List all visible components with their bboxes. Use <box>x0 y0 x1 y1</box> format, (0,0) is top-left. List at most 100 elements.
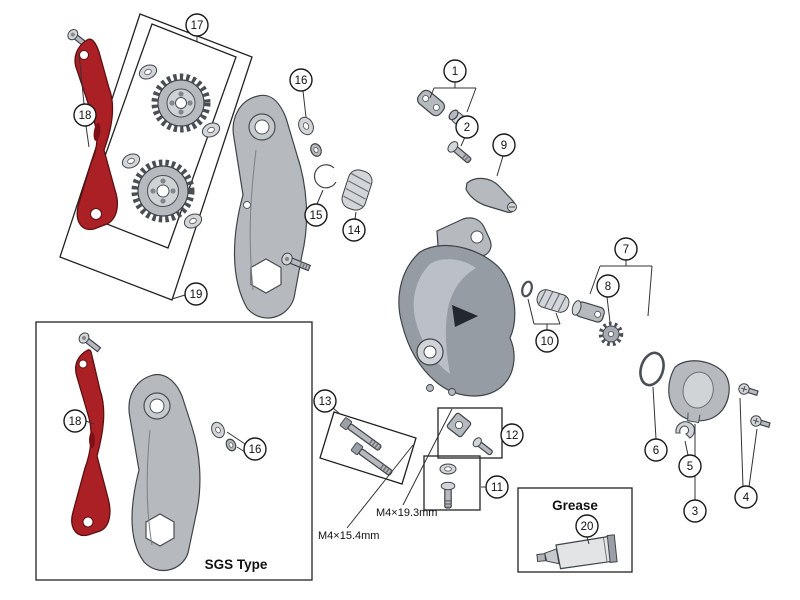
callout-20: 20 <box>575 514 599 538</box>
svg-text:13: 13 <box>319 396 332 408</box>
svg-text:3: 3 <box>692 506 698 518</box>
grease-tube-icon <box>536 534 618 570</box>
svg-text:1: 1 <box>452 66 458 78</box>
svg-text:15: 15 <box>310 210 323 222</box>
stopper-plate <box>446 412 472 438</box>
dimension-leader-short <box>346 444 414 529</box>
box-item-17 <box>83 23 237 249</box>
svg-text:18: 18 <box>69 416 82 428</box>
washer-icon <box>439 463 457 475</box>
tension-spring <box>536 289 570 313</box>
mount-bolt-short <box>350 442 393 476</box>
callout-13: 13 <box>313 389 337 413</box>
washer-icon <box>138 64 158 80</box>
washer-icon <box>201 122 221 138</box>
callout-18-sgs: 18 <box>63 409 87 433</box>
callout-11: 11 <box>485 475 509 499</box>
axle-bolt-icon <box>447 141 472 164</box>
callout-14: 14 <box>342 218 366 242</box>
grease-label: Grease <box>552 498 598 513</box>
washer-icon <box>298 116 314 136</box>
callout-3: 3 <box>683 499 707 523</box>
ratchet-gear <box>598 321 624 347</box>
callout-10: 10 <box>535 329 559 353</box>
callouts: 17 18 16 1 2 9 15 14 19 7 8 10 13 12 11 … <box>63 13 758 538</box>
sgs-type-label: SGS Type <box>205 557 268 572</box>
spring-plug <box>571 300 605 323</box>
adjust-bolt-icon <box>440 481 456 509</box>
callout-5: 5 <box>678 454 702 478</box>
svg-text:6: 6 <box>653 445 659 457</box>
callout-4: 4 <box>734 485 758 509</box>
svg-text:9: 9 <box>501 140 507 152</box>
svg-text:8: 8 <box>605 281 611 293</box>
tension-and-cover-parts <box>521 280 771 439</box>
svg-text:5: 5 <box>687 461 693 473</box>
svg-text:4: 4 <box>743 492 750 504</box>
washer-icon <box>211 421 225 439</box>
o-ring-seal <box>639 351 665 387</box>
retainer-clip <box>675 421 696 439</box>
cage-bolt-icon <box>281 252 312 272</box>
svg-text:17: 17 <box>191 20 204 32</box>
svg-text:18: 18 <box>79 110 92 122</box>
callout-1: 1 <box>443 59 467 83</box>
callout-16-sgs: 16 <box>243 437 267 461</box>
box-item-11 <box>423 455 481 511</box>
nut-icon <box>225 438 237 452</box>
svg-text:12: 12 <box>506 430 519 442</box>
inner-cage-plate-sgs <box>128 374 201 571</box>
stopper-bolt-icon <box>472 437 493 456</box>
inner-cage-plate-main <box>232 94 308 319</box>
callout-2: 2 <box>455 115 479 139</box>
callout-17: 17 <box>185 13 209 37</box>
svg-text:16: 16 <box>295 75 308 87</box>
outer-plate-red-sgs <box>71 349 111 537</box>
callout-19: 19 <box>184 282 208 306</box>
derailleur-body <box>398 217 516 397</box>
dimension-label-long: M4×19.3mm <box>376 507 437 519</box>
callout-18-main: 18 <box>73 103 97 127</box>
callout-12: 12 <box>500 423 524 447</box>
leader-lines <box>78 36 758 545</box>
tension-pulley <box>131 159 195 223</box>
plate-bolt-icon <box>67 28 91 50</box>
svg-text:14: 14 <box>348 225 361 237</box>
cover-screw-icon <box>750 415 771 428</box>
nut-icon <box>310 143 322 157</box>
outer-plate-red-main <box>67 28 118 231</box>
svg-text:11: 11 <box>491 482 503 494</box>
cover-screw-icon <box>738 383 759 396</box>
plate-bolt-icon <box>78 332 102 353</box>
svg-text:20: 20 <box>581 521 594 533</box>
callout-9: 9 <box>492 133 516 157</box>
callout-16-main: 16 <box>289 68 313 92</box>
spring-cover-cap <box>668 360 730 424</box>
washer-icon <box>183 213 203 229</box>
snap-ring <box>313 164 337 189</box>
callout-7: 7 <box>614 237 638 261</box>
callout-8: 8 <box>596 274 620 298</box>
plate-fixing-parts-sgs <box>211 421 237 452</box>
svg-text:7: 7 <box>623 244 629 256</box>
sgs-type-box: SGS Type <box>35 321 313 581</box>
mount-bolt-groups: M4×19.3mm M4×15.4mm <box>318 407 503 542</box>
svg-text:19: 19 <box>190 289 203 301</box>
cage-spring <box>341 169 373 211</box>
cable-anchor-arm <box>465 177 517 213</box>
bracket-axle-parts <box>416 89 473 164</box>
svg-text:10: 10 <box>541 336 554 348</box>
guide-pulley <box>151 73 211 133</box>
plate-fixing-parts-main <box>298 116 322 157</box>
grease-box: Grease <box>517 487 633 573</box>
box-item-13 <box>319 411 417 485</box>
mount-bolt-long <box>339 417 382 451</box>
link-plate <box>416 89 446 117</box>
pulley-set <box>121 64 221 229</box>
callout-15: 15 <box>304 203 328 227</box>
dimension-label-short: M4×15.4mm <box>318 530 379 542</box>
dimension-leader-long <box>402 408 453 506</box>
washer-icon <box>521 280 533 298</box>
